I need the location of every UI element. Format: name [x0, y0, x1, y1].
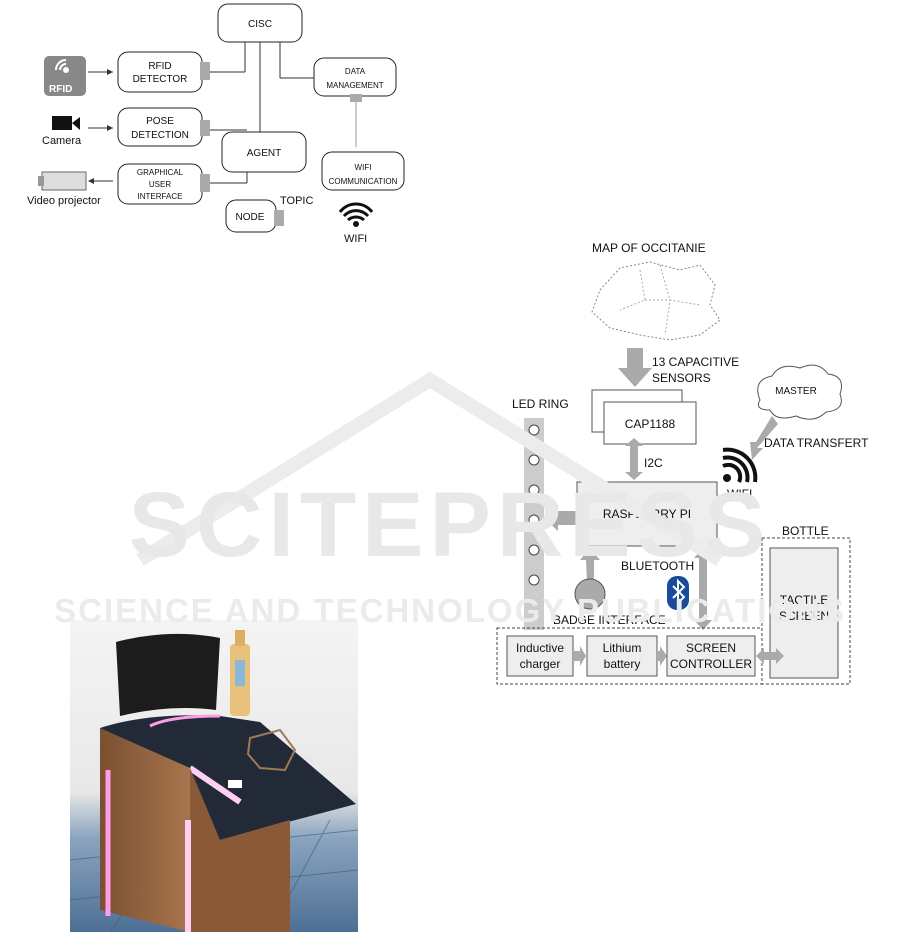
wood-side — [190, 768, 290, 932]
agent-node: AGENT — [221, 131, 307, 173]
watermark-line-1: SCITEPRESS — [129, 474, 772, 576]
gui-node: GRAPHICAL USER INTERFACE — [117, 163, 210, 205]
wifi-communication-label-2: COMMUNICATION — [329, 177, 398, 186]
sensors-label-1: 13 CAPACITIVE — [652, 355, 739, 369]
battery-arrow — [657, 646, 667, 666]
bottle-outline — [761, 537, 851, 685]
charger-arrow — [574, 646, 586, 666]
kiosk-render-image — [70, 620, 358, 932]
wifi-label-a: WIFI — [344, 233, 367, 245]
rfid-icon: RFID — [44, 56, 86, 96]
cap1188-block: CAP1188 — [591, 389, 697, 445]
occitanie-map-icon — [591, 261, 721, 341]
badge-arrow — [580, 548, 600, 582]
badge-interface-label: BADGE INTERFACE — [553, 613, 666, 627]
map-title: MAP OF OCCITANIE — [592, 241, 706, 255]
agent-label: AGENT — [247, 148, 281, 159]
rfid-detector-label-2: DETECTOR — [133, 74, 188, 85]
led-arrow — [544, 505, 576, 531]
cisc-label: CISC — [248, 19, 272, 30]
data-transfert-label: DATA TRANSFERT — [764, 436, 869, 450]
watermark: SCITEPRESS SCIENCE AND TECHNOLOGY PUBLIC… — [54, 371, 846, 629]
sensor-arrow — [618, 348, 652, 387]
gui-label-2: USER — [149, 180, 171, 189]
data-transfert-arrow — [750, 416, 778, 460]
screen-controller-label-2: CONTROLLER — [670, 657, 752, 671]
rfid-detector-label-1: RFID — [148, 61, 171, 72]
wifi-communication-label-1: WIFI — [355, 163, 372, 172]
node-legend-label: NODE — [236, 212, 265, 223]
pose-detection-label-2: DETECTION — [131, 130, 189, 141]
wifi-label-b: WIFI — [727, 487, 752, 501]
master-label: MASTER — [775, 386, 817, 397]
gui-label-3: INTERFACE — [138, 192, 183, 201]
pose-detection-label-1: POSE — [146, 116, 174, 127]
cisc-node: CISC — [217, 3, 303, 43]
i2c-arrow — [625, 438, 643, 480]
screen-controller-label-1: SCREEN — [686, 641, 736, 655]
node-legend: NODE TOPIC — [225, 195, 313, 233]
led-ring-label: LED RING — [512, 397, 569, 411]
controller-arrow — [694, 548, 712, 630]
master-cloud: MASTER — [757, 364, 842, 420]
wood-front — [100, 728, 190, 932]
watermark-line-2: SCIENCE AND TECHNOLOGY PUBLICATIONS — [54, 592, 846, 629]
video-projector-icon — [38, 171, 87, 191]
i2c-label: I2C — [644, 456, 663, 470]
arrowheads — [88, 69, 113, 184]
data-management-node: DATA MANAGEMENT — [313, 57, 397, 102]
pose-detection-node: POSE DETECTION — [117, 107, 210, 147]
gui-label-1: GRAPHICAL — [137, 168, 184, 177]
table-top — [100, 715, 356, 840]
data-management-label-1: DATA — [345, 67, 366, 76]
camera-icon — [52, 116, 80, 130]
bottle-label: BOTTLE — [782, 524, 829, 538]
wifi-icon-b — [722, 447, 758, 483]
lithium-battery-label-1: Lithium — [603, 641, 642, 655]
hardware-block-diagram: MAP OF OCCITANIE 13 CAPACITIVE SENSORS C… — [496, 241, 869, 685]
lithium-battery-label-2: battery — [604, 657, 641, 671]
screen-panel — [116, 633, 220, 716]
inductive-charger-block: Inductive charger — [506, 635, 574, 677]
screen-arrow — [756, 648, 784, 664]
lithium-battery-block: Lithium battery — [586, 635, 658, 677]
topic-label: TOPIC — [280, 195, 313, 207]
bottle-shape — [230, 630, 250, 716]
camera-label: Camera — [42, 135, 82, 147]
led-ring-bar — [524, 418, 544, 630]
rfid-icon-text: RFID — [49, 84, 72, 95]
bluetooth-label: BLUETOOTH — [621, 559, 694, 573]
screen-controller-block: SCREEN CONTROLLER — [666, 635, 756, 677]
wifi-communication-node: WIFI COMMUNICATION — [321, 151, 405, 191]
data-management-label-2: MANAGEMENT — [326, 81, 383, 90]
cap1188-label: CAP1188 — [625, 417, 676, 431]
inductive-charger-label-1: Inductive — [516, 641, 564, 655]
badge-icon — [574, 578, 606, 610]
inductive-charger-label-2: charger — [520, 657, 561, 671]
tactile-screen-label-1: TACTILE — [780, 593, 828, 607]
tactile-screen-label-2: SCREEN — [779, 609, 829, 623]
sensors-label-2: SENSORS — [652, 371, 711, 385]
bluetooth-icon — [667, 576, 689, 610]
ros-architecture-diagram: CISC RFID DETECTOR DATA MANAGEMENT POSE … — [27, 3, 405, 245]
rfid-detector-node: RFID DETECTOR — [117, 51, 210, 93]
wifi-icon — [338, 202, 374, 227]
video-projector-label: Video projector — [27, 195, 101, 207]
